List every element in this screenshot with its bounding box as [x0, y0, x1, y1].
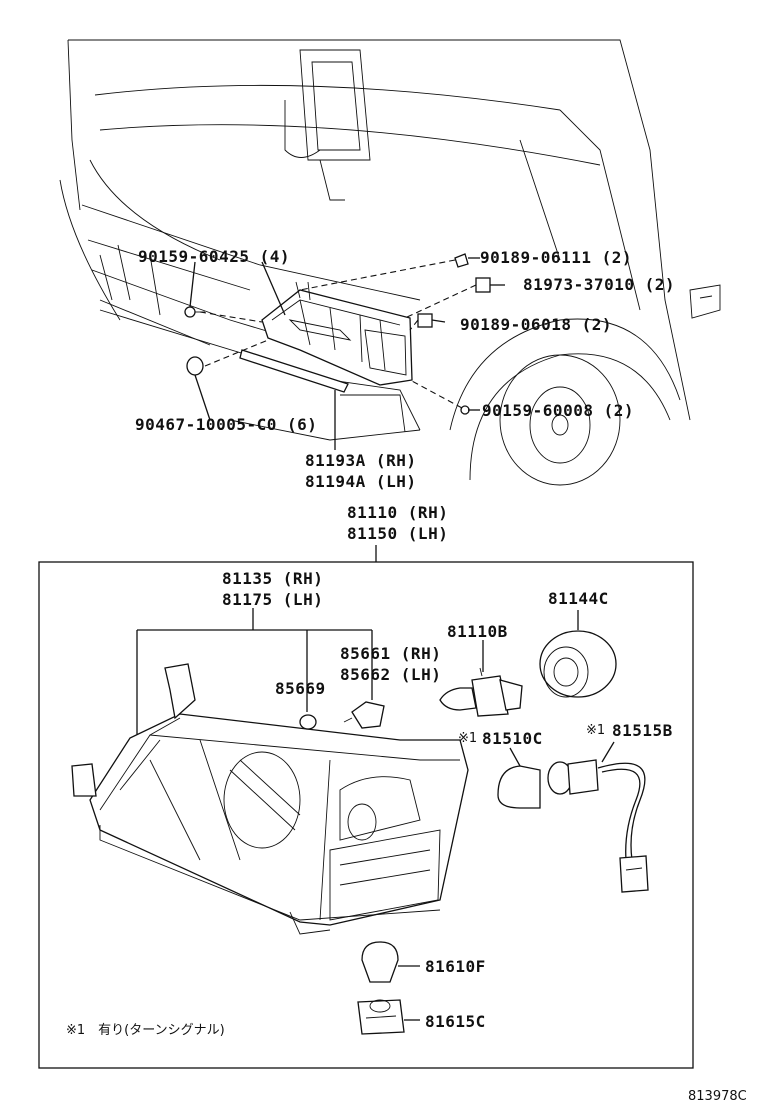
- bracket-part: [239, 349, 349, 393]
- label-sub-rh: 85661 (RH): [340, 644, 441, 663]
- label-bulb: 81110B: [447, 622, 508, 641]
- label-assy-lh: 81150 (LH): [347, 524, 448, 543]
- turn-signal-socket: [547, 741, 649, 893]
- side-marker-bulb: [361, 941, 420, 983]
- label-sub-lh: 85662 (LH): [340, 665, 441, 684]
- footnote: ※1 有り(ターンシグナル): [66, 1023, 225, 1038]
- bulb-cover: [539, 610, 617, 698]
- turn-signal-bulb: [497, 747, 541, 809]
- label-turn-bulb: 81510C: [482, 729, 543, 748]
- label-bracket-rh: 81193A (RH): [305, 451, 416, 470]
- headlamp-bulb: [439, 640, 523, 717]
- label-unit-rh: 81135 (RH): [222, 569, 323, 588]
- label-bolt-right-2: 90189-06018 (2): [460, 315, 612, 334]
- label-screw-bottom: 90159-60008 (2): [482, 401, 634, 420]
- label-unit-lh: 81175 (LH): [222, 590, 323, 609]
- label-gasket: 85669: [275, 679, 326, 698]
- dashed-leaders: [199, 259, 477, 409]
- label-screw-top: 90159-60425 (4): [138, 247, 290, 266]
- assembly-frame: [38, 561, 694, 1069]
- installed-headlamp: [261, 281, 413, 386]
- label-leaders: [189, 257, 505, 562]
- label-cover: 81144C: [548, 589, 609, 608]
- gasket-ring: [299, 714, 317, 730]
- label-side-bulb: 81610F: [425, 957, 486, 976]
- label-grommet: 90467-10005-C0 (6): [135, 415, 317, 434]
- label-clip-right: 81973-37010 (2): [523, 275, 675, 294]
- side-marker-socket: [357, 999, 420, 1035]
- fastener-icons: [184, 253, 491, 415]
- label-side-socket: 81615C: [425, 1012, 486, 1031]
- unit-leaders: [136, 608, 373, 740]
- headlamp-unit: [71, 663, 469, 935]
- mark-turn-bulb: ※1: [458, 731, 477, 746]
- vehicle-front-sketch: [59, 39, 721, 486]
- label-bracket-lh: 81194A (LH): [305, 472, 416, 491]
- mark-turn-socket: ※1: [586, 723, 605, 738]
- sub-socket: [343, 701, 385, 729]
- diagram-code: 813978C: [688, 1089, 747, 1104]
- label-bolt-right-1: 90189-06111 (2): [480, 248, 632, 267]
- label-turn-socket: 81515B: [612, 721, 673, 740]
- label-assy-rh: 81110 (RH): [347, 503, 448, 522]
